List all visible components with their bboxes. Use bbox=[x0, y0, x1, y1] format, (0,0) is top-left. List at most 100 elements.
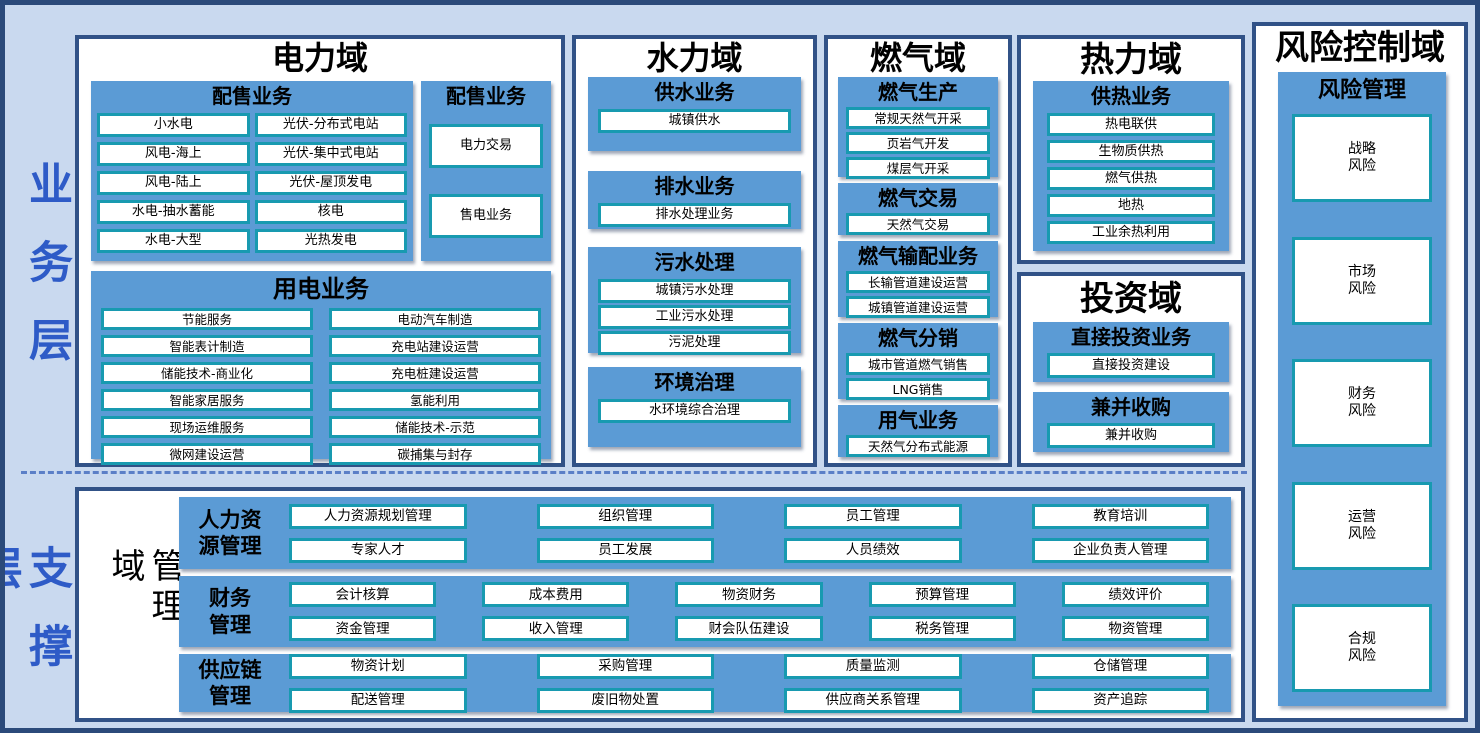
item-box: 光伏-集中式电站 bbox=[254, 142, 407, 166]
item-box: 战略 风险 bbox=[1292, 114, 1432, 202]
domain-power: 电力域 配售业务 小水电光伏-分布式电站风电-海上光伏-集中式电站风电-陆上光伏… bbox=[75, 35, 565, 467]
item-label: 常规天然气开采 bbox=[874, 110, 962, 126]
item-box: 配送管理 bbox=[289, 687, 467, 713]
item-label: 储能技术-示范 bbox=[395, 419, 475, 435]
domain-investment: 投资域 直接投资业务 直接投资建设 兼并收购 兼并收购 bbox=[1017, 272, 1245, 467]
item-box: 光伏-屋顶发电 bbox=[254, 171, 407, 195]
item-label: 节能服务 bbox=[181, 311, 232, 327]
item-box: 资金管理 bbox=[289, 616, 437, 642]
item-label: 排水处理业务 bbox=[655, 207, 734, 223]
item-box: 兼并收购 bbox=[1047, 423, 1215, 448]
item-box: 收入管理 bbox=[482, 616, 630, 642]
item-box: 绩效评价 bbox=[1061, 582, 1209, 608]
group-title: 供水业务 bbox=[654, 80, 735, 104]
item-box: 会计核算 bbox=[289, 582, 437, 608]
item-label: 城镇管道建设运营 bbox=[867, 299, 968, 315]
item-label: 物资计划 bbox=[350, 657, 405, 674]
item-label: 储能技术-商业化 bbox=[160, 365, 253, 381]
group-power-usage: 用电业务 节能服务电动汽车制造智能表计制造充电站建设运营储能技术-商业化充电桩建… bbox=[91, 271, 551, 465]
item-box: 智能家居服务 bbox=[101, 389, 313, 411]
item-label: 质量监测 bbox=[845, 657, 900, 674]
item-label: 市场 风险 bbox=[1348, 263, 1376, 297]
item-box: 智能表计制造 bbox=[101, 335, 313, 357]
item-label: 资金管理 bbox=[335, 620, 390, 637]
item-label: 教育培训 bbox=[1093, 508, 1148, 525]
item-box: 水环境综合治理 bbox=[598, 399, 791, 423]
item-label: 智能表计制造 bbox=[169, 338, 245, 354]
item-label: 现场运维服务 bbox=[169, 419, 245, 435]
group-gas-trading: 燃气交易 天然气交易 bbox=[838, 183, 998, 235]
item-list: 直接投资建设 bbox=[1033, 350, 1229, 378]
item-box: 水电-大型 bbox=[97, 229, 250, 253]
item-grid: 小水电光伏-分布式电站风电-海上光伏-集中式电站风电-陆上光伏-屋顶发电水电-抽… bbox=[91, 109, 413, 259]
item-box: 氢能利用 bbox=[329, 389, 541, 411]
item-box: 节能服务 bbox=[101, 308, 313, 330]
item-label: 微网建设运营 bbox=[169, 446, 245, 462]
item-grid: 人力资源规划管理组织管理员工管理教育培训专家人才员工发展人员绩效企业负责人管理 bbox=[281, 503, 1231, 563]
item-list: 天然气分布式能源 bbox=[838, 433, 998, 457]
item-label: 智能家居服务 bbox=[169, 392, 245, 408]
item-box: 税务管理 bbox=[868, 616, 1016, 642]
item-box: 专家人才 bbox=[289, 537, 467, 563]
item-label: 燃气供热 bbox=[1104, 170, 1157, 186]
item-list: 排水处理业务 bbox=[588, 199, 801, 227]
item-label: 光伏-分布式电站 bbox=[282, 117, 379, 133]
item-label: LNG销售 bbox=[892, 381, 944, 397]
item-box: 物资计划 bbox=[289, 653, 467, 679]
group-environment-governance: 环境治理 水环境综合治理 bbox=[588, 367, 801, 447]
item-list: 城市管道燃气销售 LNG销售 bbox=[838, 351, 998, 400]
item-label: 绩效评价 bbox=[1108, 586, 1163, 603]
group-gas-usage: 用气业务 天然气分布式能源 bbox=[838, 405, 998, 457]
layer-divider-line bbox=[21, 471, 1247, 474]
item-list: 战略 风险市场 风险财务 风险运营 风险合规 风险 bbox=[1278, 104, 1446, 696]
row-label: 财务 管理 bbox=[209, 586, 251, 637]
row-finance: 财务 管理 会计核算成本费用物资财务预算管理绩效评价资金管理收入管理财会队伍建设… bbox=[179, 576, 1231, 647]
item-label: 污泥处理 bbox=[668, 335, 721, 351]
item-label: 光热发电 bbox=[304, 233, 357, 249]
item-list: 天然气交易 bbox=[838, 211, 998, 235]
group-title: 供热业务 bbox=[1091, 84, 1171, 108]
group-gas-production: 燃气生产 常规天然气开采页岩气开发煤层气开采 bbox=[838, 77, 998, 179]
item-label: 城镇供水 bbox=[668, 113, 721, 129]
domain-water-title: 水力域 bbox=[646, 39, 743, 77]
item-box: 储能技术-示范 bbox=[329, 416, 541, 438]
group-title: 用气业务 bbox=[878, 408, 958, 432]
item-box: 城镇污水处理 bbox=[598, 279, 791, 303]
item-box: 教育培训 bbox=[1031, 503, 1209, 529]
item-label: 风电-海上 bbox=[144, 146, 202, 162]
item-box: 员工管理 bbox=[784, 503, 962, 529]
item-box: 微网建设运营 bbox=[101, 443, 313, 465]
item-box: 质量监测 bbox=[784, 653, 962, 679]
item-box: 售电业务 bbox=[429, 194, 543, 238]
item-list: 城镇污水处理工业污水处理污泥处理 bbox=[588, 275, 801, 355]
group-risk-management: 风险管理 战略 风险市场 风险财务 风险运营 风险合规 风险 bbox=[1278, 72, 1446, 706]
item-label: 组织管理 bbox=[598, 508, 653, 525]
group-title: 燃气输配业务 bbox=[858, 244, 978, 268]
item-box: 污泥处理 bbox=[598, 331, 791, 355]
item-label: 城市管道燃气销售 bbox=[867, 356, 968, 372]
item-list: 水环境综合治理 bbox=[588, 395, 801, 423]
item-box: 合规 风险 bbox=[1292, 604, 1432, 692]
item-label: 人力资源规划管理 bbox=[323, 508, 432, 525]
item-label: 供应商关系管理 bbox=[825, 691, 921, 708]
item-box: 燃气供热 bbox=[1047, 167, 1215, 190]
item-label: 采购管理 bbox=[598, 657, 653, 674]
item-box: 废旧物处置 bbox=[536, 687, 714, 713]
item-box: 煤层气开采 bbox=[846, 157, 990, 179]
item-label: 煤层气开采 bbox=[886, 160, 950, 176]
group-title: 用电业务 bbox=[273, 275, 369, 303]
item-box: 财务 风险 bbox=[1292, 359, 1432, 447]
item-grid: 物资计划采购管理质量监测仓储管理配送管理废旧物处置供应商关系管理资产追踪 bbox=[281, 653, 1231, 713]
item-label: 生物质供热 bbox=[1098, 143, 1164, 159]
item-label: 会计核算 bbox=[335, 586, 390, 603]
group-title: 风险管理 bbox=[1317, 78, 1406, 103]
item-box: 长输管道建设运营 bbox=[846, 271, 990, 293]
group-heat-supply: 供热业务 热电联供生物质供热燃气供热地热工业余热利用 bbox=[1033, 81, 1229, 251]
item-label: 税务管理 bbox=[915, 620, 970, 637]
item-grid: 节能服务电动汽车制造智能表计制造充电站建设运营储能技术-商业化充电桩建设运营智能… bbox=[91, 305, 551, 473]
group-title: 燃气交易 bbox=[878, 186, 958, 210]
item-box: 城镇供水 bbox=[598, 109, 791, 133]
domain-risk-control: 风险控制域 风险管理 战略 风险市场 风险财务 风险运营 风险合规 风险 bbox=[1252, 22, 1468, 722]
business-layer-label: 业务层 bbox=[21, 161, 72, 395]
group-title: 排水业务 bbox=[654, 174, 735, 198]
